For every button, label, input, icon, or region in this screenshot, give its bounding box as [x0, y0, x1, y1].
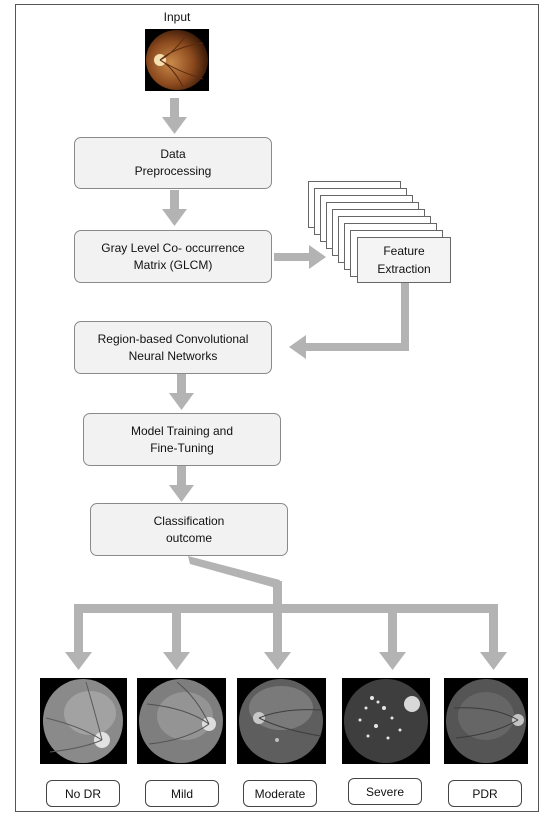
feature-extraction-label: Feature Extraction — [377, 244, 431, 276]
arrow-input-to-preprocessing-head — [162, 117, 187, 134]
glcm-label: Gray Level Co- occurrence Matrix (GLCM) — [101, 240, 245, 272]
arrow-branch-moderate — [273, 604, 282, 654]
class-label-severe: Severe — [348, 778, 422, 805]
arrow-branch-nodr — [74, 604, 83, 654]
arrow-rcnn-to-training-head — [169, 393, 194, 410]
fundus-image-severe — [342, 678, 430, 764]
arrow-branch-mild — [172, 604, 181, 654]
arrow-preprocessing-to-glcm-head — [162, 209, 187, 226]
arrow-training-to-classification — [177, 466, 186, 486]
arrow-input-to-preprocessing — [170, 98, 179, 118]
arrow-branch-pdr-head — [480, 652, 507, 670]
input-fundus-image — [145, 29, 209, 91]
arrow-features-to-rcnn-vertical — [401, 283, 409, 350]
arrow-preprocessing-to-glcm — [170, 190, 179, 210]
diagram-frame — [15, 4, 539, 812]
arrow-glcm-to-features — [274, 253, 310, 261]
data-preprocessing-box: Data Preprocessing — [74, 137, 272, 189]
arrow-branch-pdr — [489, 604, 498, 654]
arrow-branch-mild-head — [163, 652, 190, 670]
fundus-image-no-dr — [40, 678, 127, 764]
class-label-no-dr: No DR — [46, 780, 120, 807]
arrow-glcm-to-features-head — [309, 245, 326, 269]
training-label: Model Training and Fine-Tuning — [130, 423, 234, 455]
arrow-branch-moderate-head — [264, 652, 291, 670]
arrow-branch-bar — [74, 604, 498, 613]
arrow-branch-severe-head — [379, 652, 406, 670]
data-preprocessing-label: Data Preprocessing — [134, 147, 212, 178]
arrow-features-to-rcnn-head — [289, 335, 306, 359]
input-label: Input — [163, 10, 191, 24]
rcnn-box: Region-based Convolutional Neural Networ… — [74, 321, 272, 374]
arrow-branch-nodr-head — [65, 652, 92, 670]
classification-box: Classification outcome — [90, 503, 288, 556]
arrow-branch-severe — [388, 604, 397, 654]
rcnn-label: Region-based Convolutional Neural Networ… — [97, 331, 249, 363]
class-label-mild: Mild — [145, 780, 219, 807]
fundus-image-mild — [137, 678, 226, 764]
training-box: Model Training and Fine-Tuning — [83, 413, 281, 466]
arrow-branch-trunk — [273, 581, 282, 605]
arrow-training-to-classification-head — [169, 485, 194, 502]
arrow-features-to-rcnn-horizontal — [305, 343, 409, 351]
feature-extraction-box: Feature Extraction — [357, 237, 451, 283]
classification-label: Classification outcome — [153, 513, 225, 545]
glcm-box: Gray Level Co- occurrence Matrix (GLCM) — [74, 230, 272, 283]
class-label-pdr: PDR — [448, 780, 522, 807]
class-label-moderate: Moderate — [243, 780, 317, 807]
arrow-classification-diagonal — [188, 556, 280, 588]
fundus-image-moderate — [237, 678, 326, 764]
arrow-rcnn-to-training — [177, 374, 186, 394]
fundus-image-pdr — [444, 678, 528, 764]
